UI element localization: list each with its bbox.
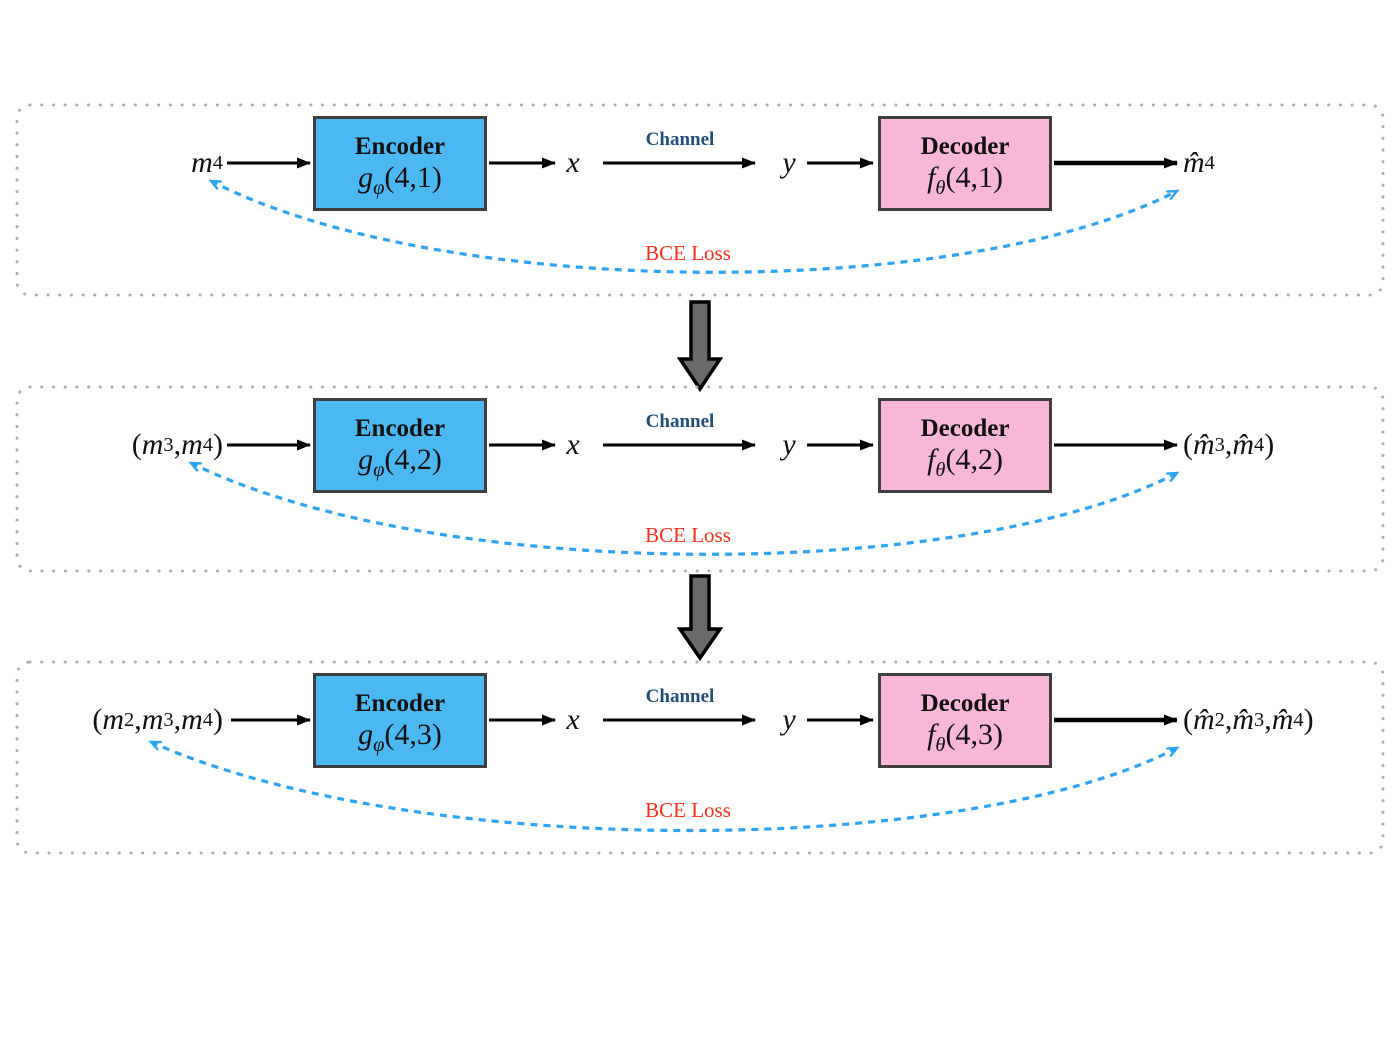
encoder-title: Encoder	[354, 133, 446, 160]
channel-input-label: x	[566, 428, 580, 461]
signal-flow-layer	[15, 157, 1385, 274]
encoder-block: Encoder gφ(4,2)	[313, 398, 487, 493]
stage-dotted-border	[15, 385, 1385, 573]
decoder-title: Decoder	[920, 415, 1010, 442]
decoder-symbol: fθ(4,3)	[927, 718, 1003, 756]
bce-loss-feedback-arc	[151, 740, 1177, 833]
bce-loss-label: BCE Loss	[645, 798, 731, 822]
bce-loss-label: BCE Loss	[645, 241, 731, 265]
channel-input-label: x	[566, 146, 580, 179]
decoder-block: Decoder fθ(4,3)	[878, 673, 1052, 768]
encoder-block: Encoder gφ(4,3)	[313, 673, 487, 768]
channel-label: Channel	[645, 411, 715, 432]
bce-loss-label: BCE Loss	[645, 523, 731, 547]
down-arrow-icon	[676, 574, 724, 662]
channel-output-label: y	[782, 703, 796, 736]
decoder-symbol: fθ(4,1)	[927, 161, 1003, 199]
encoder-symbol: gφ(4,1)	[358, 161, 442, 199]
output-message-label: m̂4	[1183, 146, 1215, 179]
signal-flow-layer	[15, 714, 1385, 833]
encoder-block: Encoder gφ(4,1)	[313, 116, 487, 211]
encoder-symbol: gφ(4,3)	[358, 718, 442, 756]
decoder-block: Decoder fθ(4,2)	[878, 398, 1052, 493]
output-message-label: (m̂3, m̂4)	[1183, 428, 1275, 461]
decoder-symbol: fθ(4,2)	[927, 443, 1003, 481]
decoder-title: Decoder	[920, 133, 1010, 160]
output-message-label: (m̂2, m̂3, m̂4)	[1183, 703, 1314, 736]
down-arrow-icon	[676, 300, 724, 393]
decoder-title: Decoder	[920, 690, 1010, 717]
encoder-title: Encoder	[354, 415, 446, 442]
encoder-symbol: gφ(4,2)	[358, 443, 442, 481]
decoder-block: Decoder fθ(4,1)	[878, 116, 1052, 211]
channel-output-label: y	[782, 146, 796, 179]
signal-flow-layer	[15, 439, 1385, 556]
encoder-title: Encoder	[354, 690, 446, 717]
channel-input-label: x	[566, 703, 580, 736]
bce-loss-feedback-arc	[191, 461, 1177, 556]
channel-label: Channel	[645, 129, 715, 150]
channel-output-label: y	[782, 428, 796, 461]
channel-label: Channel	[645, 686, 715, 707]
